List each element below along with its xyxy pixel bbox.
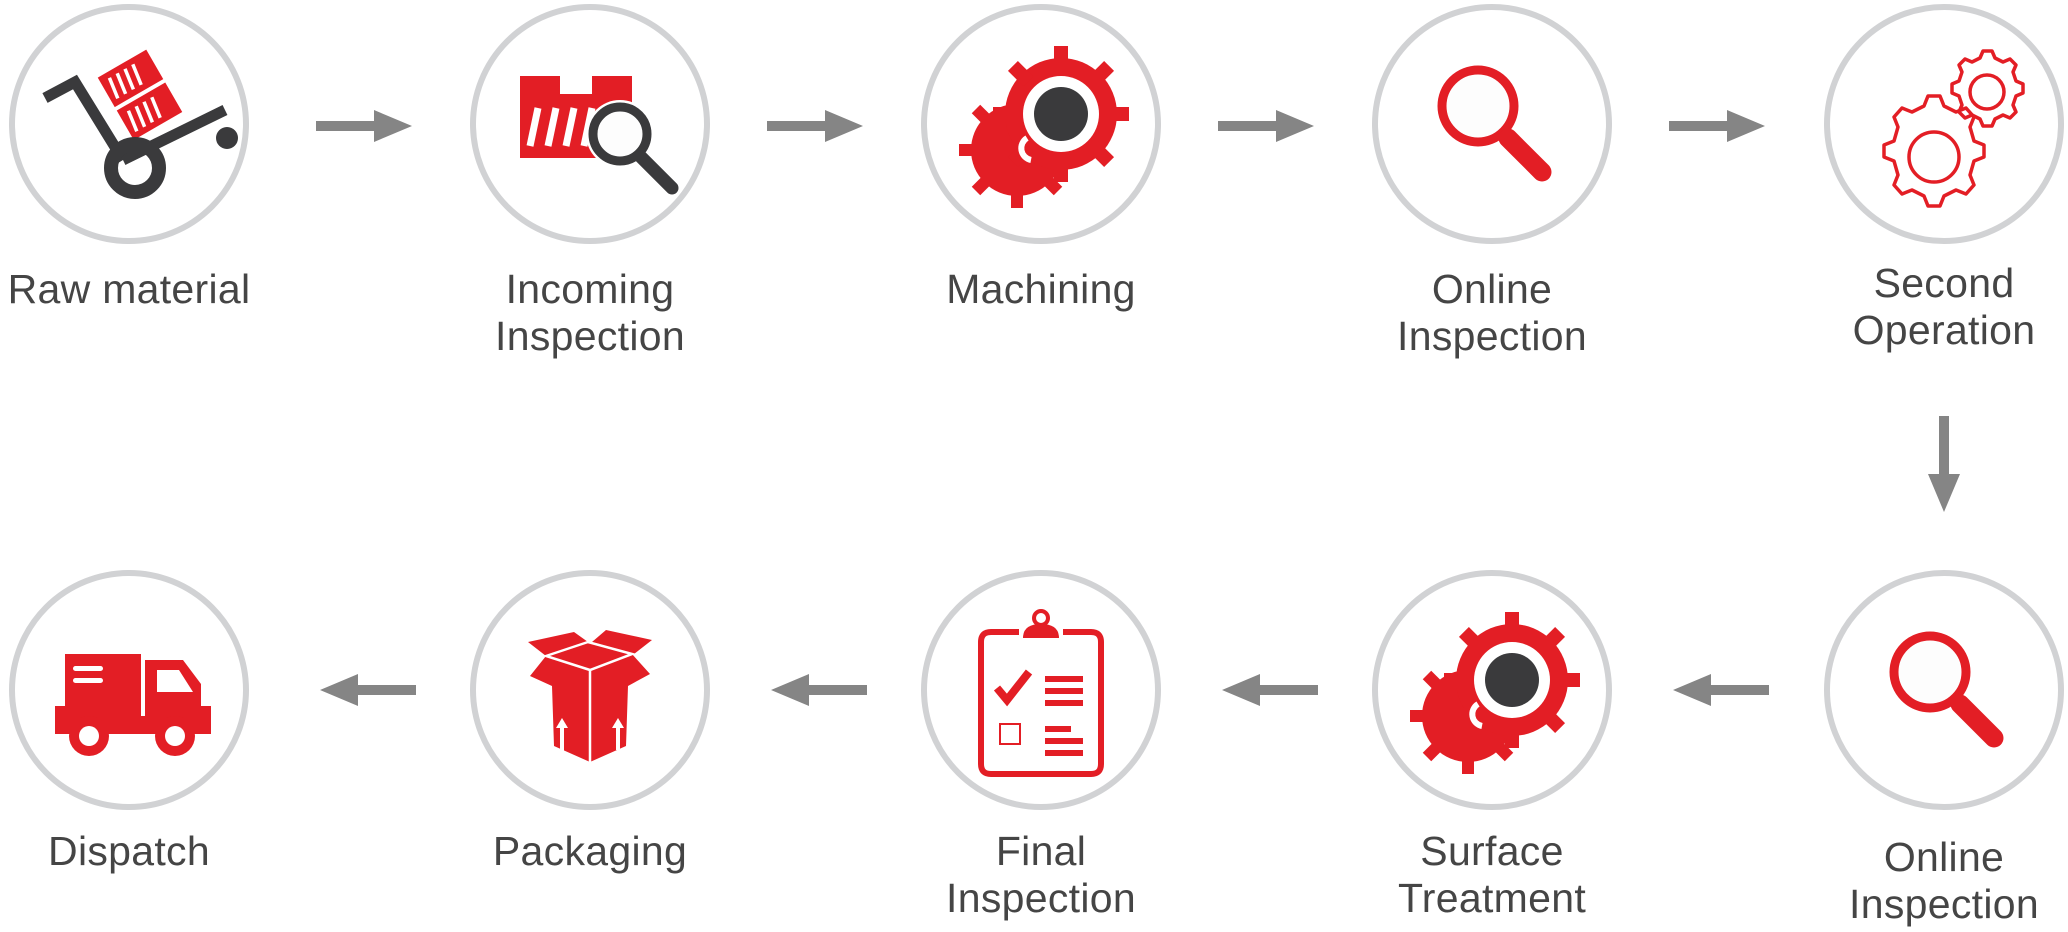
- step-label: Raw material: [0, 266, 309, 313]
- step-label: Incoming Inspection: [410, 266, 770, 360]
- arrow-left-icon: [1669, 670, 1769, 710]
- step-circle: [9, 570, 249, 810]
- step-label: Dispatch: [0, 828, 309, 875]
- step-label: Surface Treatment: [1312, 828, 1672, 922]
- gears-solid-icon: [927, 10, 1155, 238]
- step-label-line1: Surface: [1420, 828, 1564, 874]
- step-label-line1: Online: [1431, 266, 1553, 312]
- arrow-left-icon: [1218, 670, 1318, 710]
- step-label: Final Inspection: [861, 828, 1221, 922]
- step-label-line1: Machining: [946, 266, 1136, 312]
- step-label: Second Operation: [1764, 260, 2068, 354]
- step-circle: [470, 4, 710, 244]
- step-label-line1: Packaging: [492, 828, 688, 874]
- gears-solid-icon: [1378, 576, 1606, 804]
- step-circle: [470, 570, 710, 810]
- step-label-line1: Dispatch: [48, 828, 210, 874]
- step-label-line1: Online: [1883, 834, 2005, 880]
- step-label-line2: Treatment: [1397, 875, 1587, 921]
- step-label-line1: Second: [1873, 260, 2015, 306]
- gears-outline-icon: [1830, 10, 2058, 238]
- step-label-line1: Incoming: [505, 266, 675, 312]
- step-label: Packaging: [410, 828, 770, 875]
- magnifier-icon: [1830, 576, 2058, 804]
- step-label-line2: Inspection: [946, 875, 1136, 921]
- step-circle: [1824, 4, 2064, 244]
- arrow-left-icon: [316, 670, 416, 710]
- step-circle: [921, 4, 1161, 244]
- step-circle: [1372, 4, 1612, 244]
- open-box-icon: [476, 576, 704, 804]
- step-label: Online Inspection: [1764, 834, 2068, 928]
- magnifier-icon: [1378, 10, 1606, 238]
- step-label: Machining: [861, 266, 1221, 313]
- arrow-down-icon: [1928, 416, 1960, 512]
- arrow-right-icon: [767, 106, 867, 146]
- step-circle: [1824, 570, 2064, 810]
- arrow-right-icon: [316, 106, 416, 146]
- step-label-line2: Inspection: [1397, 313, 1587, 359]
- step-circle: [921, 570, 1161, 810]
- arrow-right-icon: [1218, 106, 1318, 146]
- arrow-left-icon: [767, 670, 867, 710]
- step-circle: [1372, 570, 1612, 810]
- delivery-truck-icon: [15, 576, 243, 804]
- arrow-right-icon: [1669, 106, 1769, 146]
- step-label-line1: Final: [995, 828, 1087, 874]
- clipboard-checklist-icon: [927, 576, 1155, 804]
- step-label-line2: Inspection: [495, 313, 685, 359]
- crate-magnifier-icon: [476, 10, 704, 238]
- step-label-line2: Inspection: [1849, 881, 2039, 927]
- step-circle: [9, 4, 249, 244]
- hand-truck-icon: [15, 10, 243, 238]
- step-label-line1: Raw material: [7, 266, 251, 312]
- step-label: Online Inspection: [1312, 266, 1672, 360]
- step-label-line2: Operation: [1852, 307, 2036, 353]
